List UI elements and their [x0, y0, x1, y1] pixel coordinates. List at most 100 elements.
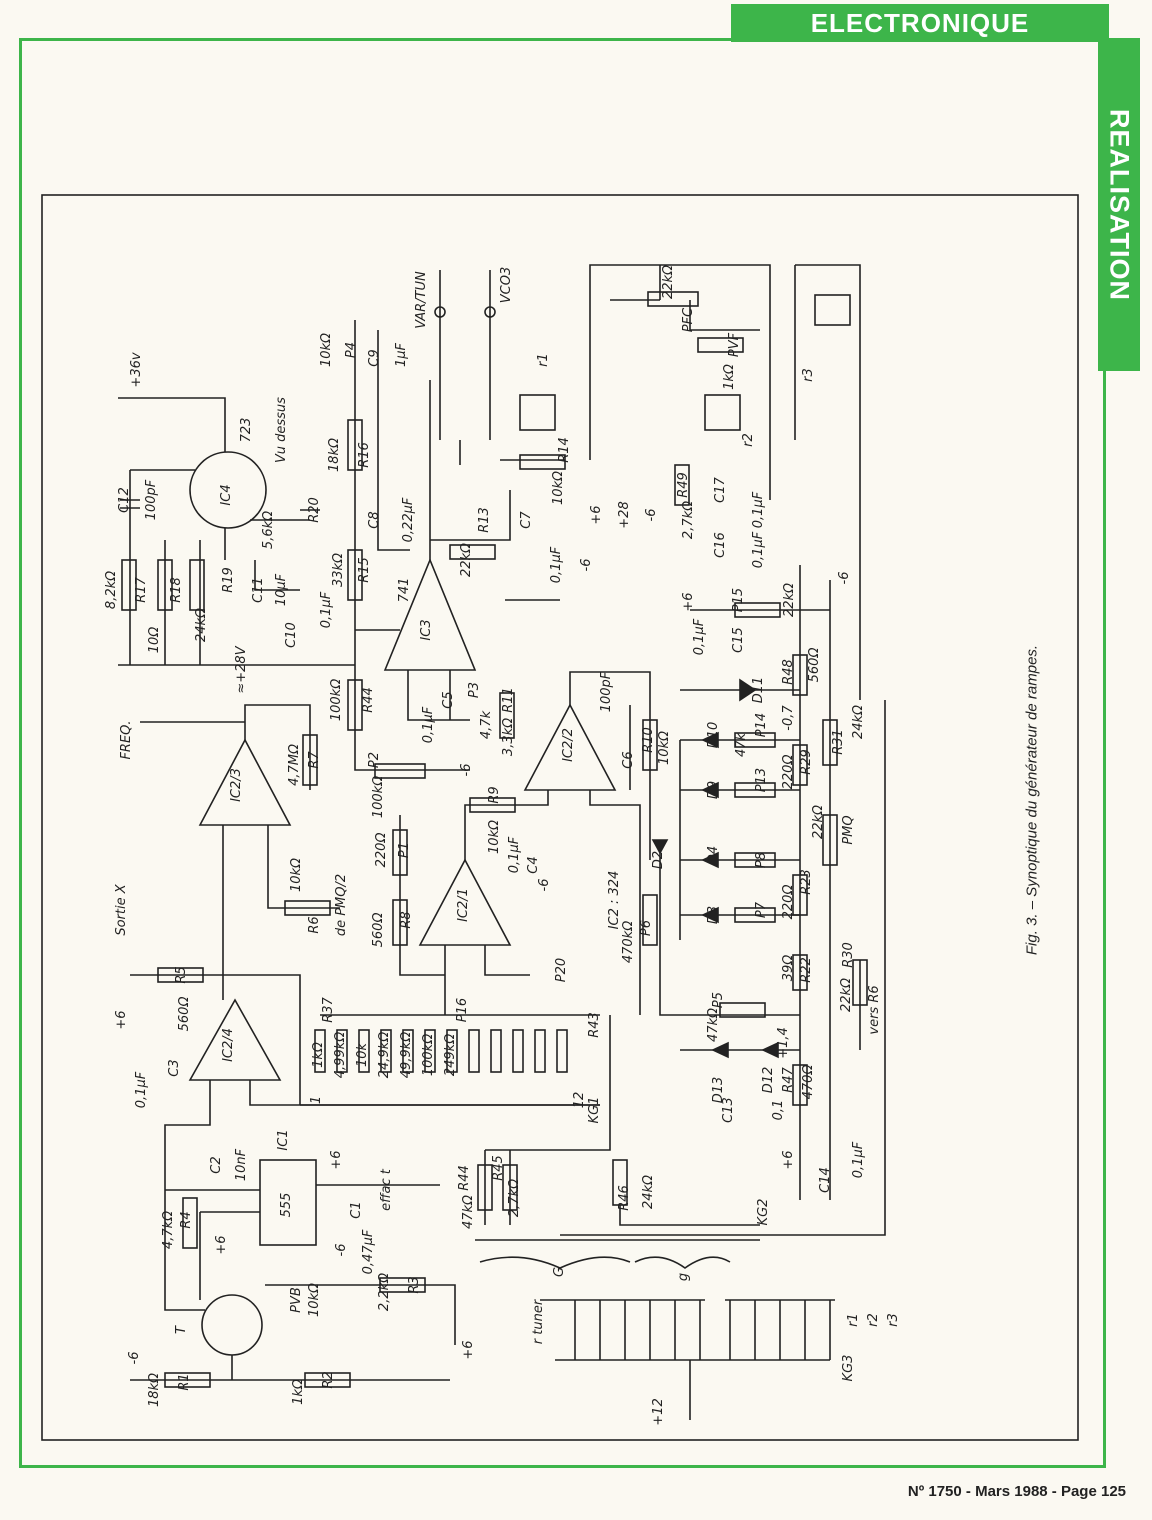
schematic-label: 723 — [239, 418, 254, 443]
schematic-label: D9 — [706, 781, 721, 799]
schematic-label: C15 — [731, 627, 746, 653]
schematic-label: P20 — [554, 958, 569, 982]
schematic-label: 8,2kΩ — [104, 571, 119, 609]
schematic-label: PFC — [681, 307, 696, 332]
schematic-label: 1 — [309, 1096, 324, 1104]
schematic-label: 741 — [397, 578, 412, 603]
schematic-label: C1 — [349, 1201, 364, 1218]
schematic-label: R22 — [799, 957, 814, 983]
schematic-label: P15 — [731, 588, 746, 612]
schematic-label: R49 — [676, 472, 691, 498]
schematic-label: R17 — [134, 576, 149, 602]
schematic-label: 1kΩ — [311, 1042, 326, 1068]
schematic-label: 0,1µF — [319, 591, 334, 628]
schematic-label: P5 — [711, 992, 726, 1008]
schematic-label: R11 — [501, 687, 516, 713]
schematic-label: +6 — [114, 1010, 129, 1029]
schematic-label: R48 — [781, 659, 796, 685]
schematic-label: 249kΩ — [443, 1034, 458, 1076]
schematic-label: C11 — [251, 577, 266, 603]
schematic-label: C3 — [167, 1059, 182, 1076]
schematic-label: IC2 : 324 — [607, 871, 622, 930]
schematic-label: PVB — [289, 1287, 304, 1313]
schematic-label: 10kΩ — [307, 1283, 322, 1317]
schematic-label: R29 — [799, 749, 814, 775]
page-footer: Nº 1750 - Mars 1988 - Page 125 — [907, 1483, 1126, 1500]
schematic-label: r3 — [801, 368, 816, 382]
schematic-label: C6 — [621, 751, 636, 768]
schematic-label: C17 — [713, 476, 728, 502]
schematic-label: 22kΩ — [782, 583, 797, 617]
schematic-label: 100kΩ — [421, 1034, 436, 1076]
schematic-label: 10kΩ — [657, 731, 672, 765]
schematic-label: R2 — [321, 1371, 336, 1388]
schematic-label: -6 — [127, 1352, 142, 1365]
schematic-label: +6 — [214, 1235, 229, 1254]
schematic-label: 0,1µF — [134, 1071, 149, 1108]
schematic-label: 33kΩ — [331, 553, 346, 587]
schematic-label: 22kΩ — [811, 805, 826, 839]
schematic-label: 10kΩ — [551, 471, 566, 505]
schematic-label: r3 — [886, 1313, 901, 1327]
schematic-label: P14 — [754, 713, 769, 737]
schematic-label: 220Ω — [781, 755, 796, 790]
ic2-3-opamp — [198, 738, 292, 826]
ic1-555 — [259, 1159, 317, 1246]
schematic-label: D3 — [706, 906, 721, 924]
schematic-label: +36v — [129, 352, 144, 387]
schematic-label: Vu dessus — [274, 397, 289, 463]
schematic-label: 10kΩ — [319, 333, 334, 367]
schematic-label: KG2 — [756, 1199, 771, 1226]
relay-r3 — [814, 294, 851, 326]
schematic-label: C8 — [367, 511, 382, 528]
ic2-4-opamp — [188, 998, 282, 1081]
schematic-label: R37 — [321, 996, 336, 1022]
schematic-label: vers R6 — [867, 985, 882, 1034]
schematic-label: 24kΩ — [851, 705, 866, 739]
resistor-bank — [314, 1029, 568, 1073]
schematic-label: 0,47µF — [361, 1229, 376, 1274]
ic2-2-opamp — [523, 703, 617, 791]
schematic-label: 560Ω — [807, 648, 822, 683]
schematic-label: P7 — [754, 901, 769, 918]
schematic-label: P16 — [455, 998, 470, 1022]
schematic-label: R4 — [179, 1211, 194, 1228]
schematic-label: 100kΩ — [371, 776, 386, 818]
schematic-label: G — [552, 1267, 567, 1277]
schematic-label: 47kΩ — [461, 1195, 476, 1229]
schematic-label: 22kΩ — [661, 265, 676, 299]
schematic-label: 100pF — [599, 671, 614, 712]
schematic-label: 5,6kΩ — [261, 511, 276, 549]
schematic-label: 2,7kΩ — [507, 1179, 522, 1217]
schematic-label: 0,1µF — [507, 836, 522, 873]
schematic-label: 18kΩ — [147, 1373, 162, 1407]
schematic-label: D11 — [751, 677, 766, 704]
schematic-label: r1 — [846, 1313, 861, 1327]
schematic-label: +6 — [461, 1340, 476, 1359]
schematic-label: 24kΩ — [194, 608, 209, 642]
schematic-label: P3 — [467, 682, 482, 698]
frame-top-rule — [19, 38, 734, 41]
schematic-label: 0,1µF — [751, 491, 766, 528]
schematic-label: P6 — [639, 920, 654, 936]
schematic-label: R46 — [617, 1185, 632, 1211]
schematic-label: r2 — [866, 1313, 881, 1327]
schematic-label: P13 — [754, 768, 769, 792]
schematic-label: PVF — [727, 332, 742, 357]
schematic-label: 10kΩ — [487, 820, 502, 854]
schematic-label: g — [676, 1273, 691, 1281]
schematic-label: 4,7MΩ — [287, 744, 302, 786]
schematic-label: IC1 — [276, 1129, 291, 1150]
schematic-label: R45 — [491, 1155, 506, 1181]
schematic-label: 560Ω — [177, 997, 192, 1032]
schematic-label: 0,1 — [771, 1100, 786, 1121]
frame-left-rule — [19, 38, 22, 1468]
side-band: REALISATION — [1098, 38, 1140, 371]
schematic-label: IC4 — [219, 484, 234, 505]
schematic-label: 470kΩ — [621, 921, 636, 963]
schematic-label: 100kΩ — [329, 679, 344, 721]
schematic-label: +12 — [651, 1398, 666, 1425]
schematic-label: D12 — [761, 1067, 776, 1094]
schematic-label: +6 — [781, 1150, 796, 1169]
schematic-label: P1 — [397, 842, 412, 858]
